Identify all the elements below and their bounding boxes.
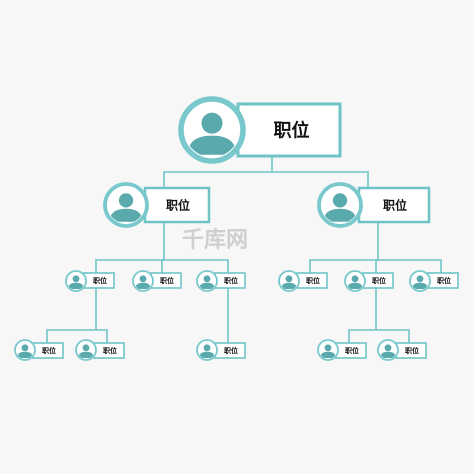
- person-icon: [380, 344, 396, 358]
- person-head-shape: [203, 275, 211, 283]
- org-node-l4-5: 职位: [377, 339, 427, 361]
- org-node-root: 职位: [178, 96, 342, 164]
- org-node-l3-6: 职位: [409, 270, 459, 292]
- connector-line: [164, 259, 229, 273]
- position-label: 职位: [42, 346, 56, 355]
- person-icon: [135, 275, 151, 289]
- connector-line: [161, 259, 164, 273]
- connector-line: [96, 329, 108, 343]
- person-body-shape: [199, 282, 215, 289]
- person-body-shape: [320, 351, 336, 358]
- label-box: [236, 102, 342, 158]
- connector-line: [46, 288, 97, 343]
- person-icon: [78, 344, 94, 358]
- position-label: 职位: [345, 346, 359, 355]
- person-head-shape: [72, 275, 80, 283]
- position-label: 职位: [93, 276, 107, 285]
- label-box: [143, 186, 211, 224]
- person-body-shape: [17, 351, 33, 358]
- person-head-shape: [203, 344, 211, 352]
- person-icon: [17, 344, 33, 358]
- person-body-shape: [380, 351, 396, 358]
- connector-line: [348, 288, 377, 343]
- connector-lines: [46, 156, 442, 343]
- org-node-l3-1: 职位: [65, 270, 115, 292]
- person-head-shape: [82, 344, 90, 352]
- person-icon: [199, 275, 215, 289]
- person-body-shape: [347, 282, 363, 289]
- person-head-shape: [118, 193, 134, 208]
- person-icon: [412, 275, 428, 289]
- person-icon: [68, 275, 84, 289]
- org-node-l3-5: 职位: [344, 270, 394, 292]
- org-node-l2-right: 职位: [317, 182, 431, 228]
- person-head-shape: [384, 344, 392, 352]
- position-label: 职位: [372, 276, 386, 285]
- connector-line: [272, 171, 369, 188]
- org-node-l2-left: 职位: [103, 182, 211, 228]
- watermark-text: 千库网: [182, 228, 248, 253]
- org-node-l3-2: 职位: [132, 270, 182, 292]
- org-node-l3-3: 职位: [196, 270, 246, 292]
- person-body-shape: [281, 282, 297, 289]
- connector-line: [378, 259, 442, 273]
- person-head-shape: [351, 275, 359, 283]
- position-label: 职位: [224, 346, 238, 355]
- connector-line: [375, 259, 378, 273]
- person-icon: [320, 344, 336, 358]
- position-label: 职位: [166, 197, 190, 212]
- position-label: 职位: [224, 276, 238, 285]
- person-head-shape: [285, 275, 293, 283]
- position-label: 职位: [160, 276, 174, 285]
- position-label: 职位: [383, 197, 407, 212]
- person-head-shape: [324, 344, 332, 352]
- person-body-shape: [78, 351, 94, 358]
- person-icon: [187, 112, 237, 155]
- nodes: 职位职位职位职位职位职位职位职位职位职位职位职位职位职位: [14, 96, 459, 361]
- person-icon: [109, 193, 143, 222]
- person-icon: [323, 193, 357, 222]
- org-node-l4-4: 职位: [317, 339, 367, 361]
- person-icon: [199, 344, 215, 358]
- person-body-shape: [68, 282, 84, 289]
- connector-line: [376, 329, 410, 343]
- person-body-shape: [109, 208, 143, 222]
- person-head-shape: [332, 193, 348, 208]
- person-icon: [347, 275, 363, 289]
- org-node-l4-1: 职位: [14, 339, 64, 361]
- connector-line: [163, 156, 273, 188]
- person-body-shape: [323, 208, 357, 222]
- person-body-shape: [412, 282, 428, 289]
- position-label: 职位: [405, 346, 419, 355]
- person-body-shape: [187, 135, 237, 155]
- person-head-shape: [416, 275, 424, 283]
- position-label: 职位: [306, 276, 320, 285]
- org-node-l4-3: 职位: [196, 339, 246, 361]
- position-label: 职位: [103, 346, 117, 355]
- position-label: 职位: [437, 276, 451, 285]
- org-node-l3-4: 职位: [278, 270, 328, 292]
- person-body-shape: [199, 351, 215, 358]
- person-body-shape: [135, 282, 151, 289]
- person-head-shape: [201, 112, 223, 134]
- position-label: 职位: [274, 119, 310, 141]
- person-head-shape: [139, 275, 147, 283]
- person-icon: [281, 275, 297, 289]
- connector-line: [309, 222, 379, 273]
- connector-line: [95, 222, 165, 273]
- org-node-l4-2: 职位: [75, 339, 125, 361]
- person-head-shape: [21, 344, 29, 352]
